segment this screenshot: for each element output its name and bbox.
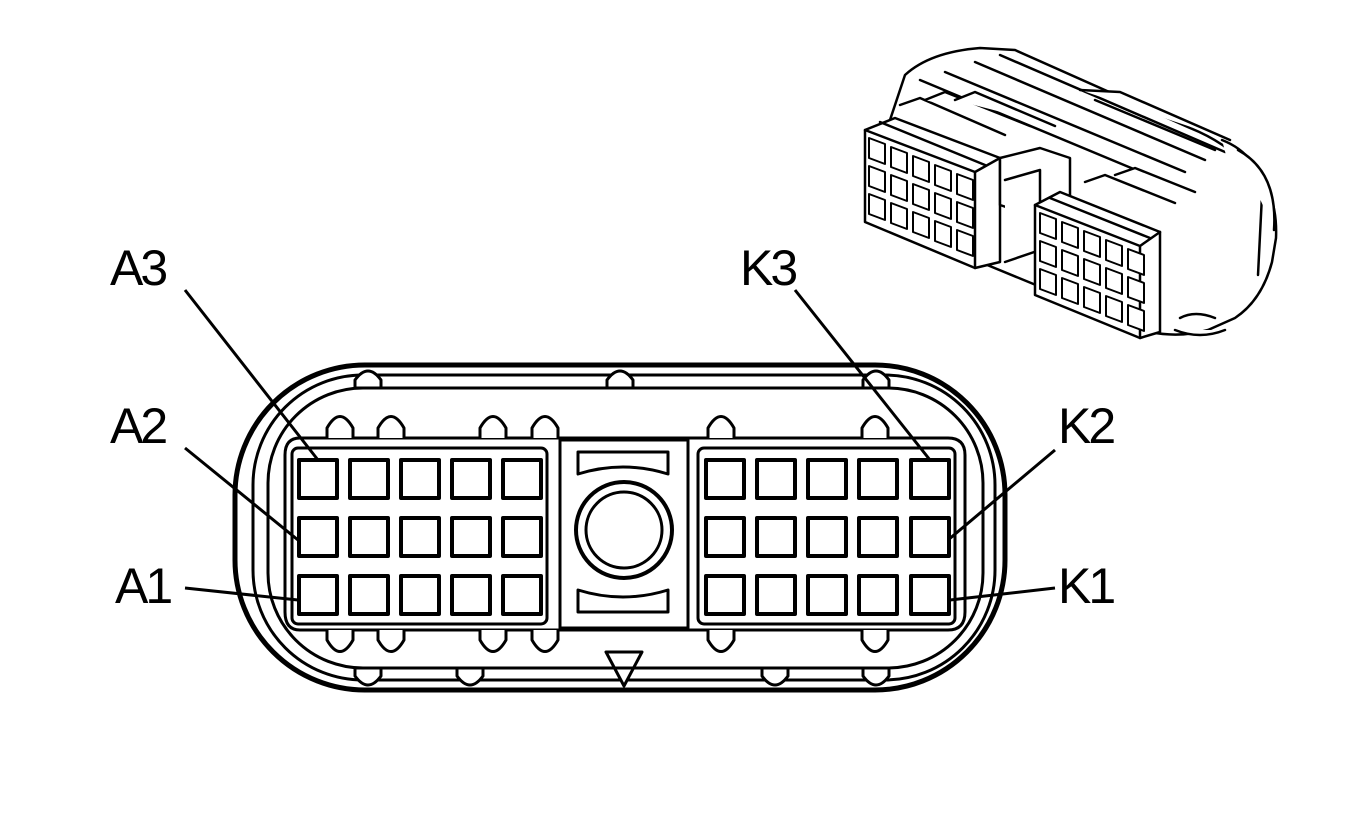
connector-face-view — [232, 362, 1008, 693]
iso-left-cavity-r2-c5 — [956, 201, 974, 229]
leader-k3 — [793, 289, 932, 461]
cavity-right-r1-c3 — [806, 458, 848, 500]
cavity-left-r2-c4 — [450, 516, 492, 558]
iso-left-cavity-r2-c4 — [934, 192, 952, 220]
iso-right-cavity-r2-c5 — [1127, 276, 1145, 304]
iso-right-cavity-r2-c3 — [1083, 258, 1101, 286]
cavity-left-r1-c3 — [399, 458, 441, 500]
connector-isometric-view — [863, 46, 1278, 340]
cavity-left-r2-c2 — [348, 516, 390, 558]
pin-label-k3: K3 — [740, 240, 796, 296]
cavity-right-r1-c2 — [755, 458, 797, 500]
iso-left-cavity-r3-c2 — [890, 202, 908, 230]
iso-right-cavity-r1-c4 — [1105, 239, 1123, 267]
cavity-left-r3-c5 — [501, 574, 543, 616]
cavity-left-r2-c3 — [399, 516, 441, 558]
iso-right-cavity-r1-c5 — [1127, 248, 1145, 276]
iso-left-cavity-r3-c1 — [868, 193, 886, 221]
cavity-right-r1-c5 — [909, 458, 951, 500]
iso-left-cavity-r3-c4 — [934, 220, 952, 248]
cavity-right-r3-c2 — [755, 574, 797, 616]
leader-k1 — [949, 586, 1056, 602]
iso-left-cavity-r2-c2 — [890, 174, 908, 202]
pin-label-k1: K1 — [1058, 558, 1114, 614]
iso-right-cavity-r2-c1 — [1039, 240, 1057, 268]
cavity-right-r2-c2 — [755, 516, 797, 558]
iso-left-cavity-r1-c1 — [868, 137, 886, 165]
iso-right-cavity-r3-c5 — [1127, 304, 1145, 332]
iso-left-cavity-r3-c3 — [912, 211, 930, 239]
cavity-right-r3-c4 — [857, 574, 899, 616]
iso-left-cavity-r3-c5 — [956, 229, 974, 257]
pin-label-a2: A2 — [110, 398, 166, 454]
cavity-left-r1-c5 — [501, 458, 543, 500]
cavity-right-r2-c3 — [806, 516, 848, 558]
cavity-left-r1-c1 — [297, 458, 339, 500]
cavity-left-r3-c1 — [297, 574, 339, 616]
cavity-right-r1-c1 — [704, 458, 746, 500]
cavity-right-r3-c5 — [909, 574, 951, 616]
pin-label-a3: A3 — [110, 240, 166, 296]
iso-left-cavity-r2-c3 — [912, 183, 930, 211]
leader-a2 — [184, 446, 299, 542]
iso-left-cavity-r1-c3 — [912, 155, 930, 183]
leader-a1 — [184, 586, 299, 602]
cavity-left-r3-c4 — [450, 574, 492, 616]
iso-left-cavity-r1-c4 — [934, 164, 952, 192]
iso-left-cavity-r1-c5 — [956, 173, 974, 201]
iso-left-cavity-r2-c1 — [868, 165, 886, 193]
cavity-right-r2-c1 — [704, 516, 746, 558]
iso-right-cavity-r1-c2 — [1061, 221, 1079, 249]
cavity-right-r3-c3 — [806, 574, 848, 616]
cavity-left-r3-c2 — [348, 574, 390, 616]
cavity-left-r1-c2 — [348, 458, 390, 500]
iso-right-cavity-r1-c3 — [1083, 230, 1101, 258]
cavity-right-r2-c5 — [909, 516, 951, 558]
cavity-left-r1-c4 — [450, 458, 492, 500]
cavity-right-r3-c1 — [704, 574, 746, 616]
pin-leader-lines — [183, 289, 1056, 602]
pin-label-a1: A1 — [115, 558, 171, 614]
leader-k2 — [947, 448, 1056, 542]
iso-right-cavity-r3-c2 — [1061, 277, 1079, 305]
cavity-right-r2-c4 — [857, 516, 899, 558]
iso-right-cavity-r3-c1 — [1039, 268, 1057, 296]
iso-right-cavity-r2-c2 — [1061, 249, 1079, 277]
pin-label-k2: K2 — [1058, 398, 1114, 454]
cavity-left-r2-c5 — [501, 516, 543, 558]
iso-right-cavity-r3-c4 — [1105, 295, 1123, 323]
iso-right-cavity-r1-c1 — [1039, 212, 1057, 240]
iso-left-cavity-r1-c2 — [890, 146, 908, 174]
cavity-left-r3-c3 — [399, 574, 441, 616]
iso-right-cavity-r3-c3 — [1083, 286, 1101, 314]
cavity-left-r2-c1 — [297, 516, 339, 558]
iso-right-cavity-r2-c4 — [1105, 267, 1123, 295]
leader-a3 — [183, 289, 320, 461]
cavity-right-r1-c4 — [857, 458, 899, 500]
